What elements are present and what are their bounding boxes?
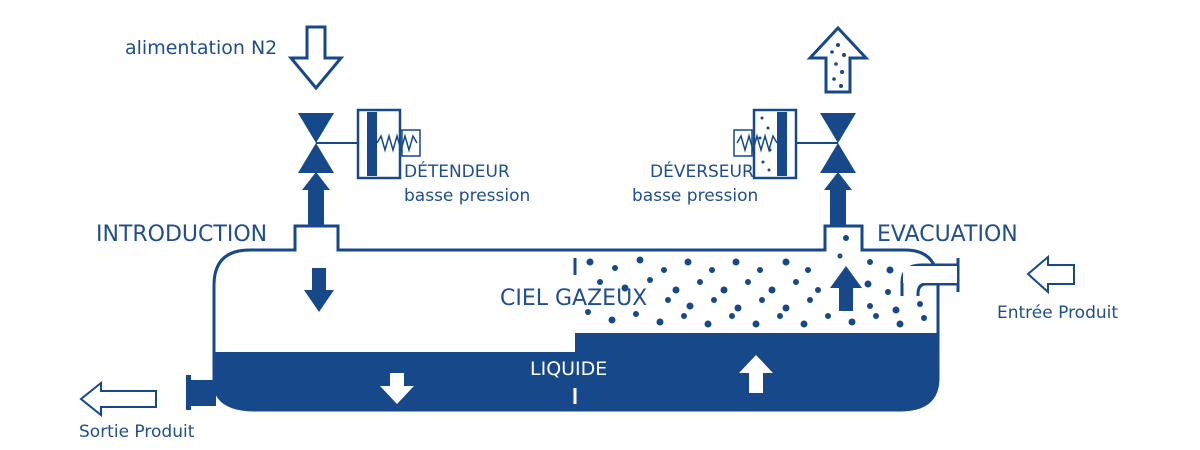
introduction-flow-arrow-icon: [302, 172, 330, 226]
gas-down-arrow-icon: [304, 268, 334, 312]
regulator-name-label: DÉTENDEUR: [404, 160, 510, 182]
inlet-nozzle: [900, 258, 960, 296]
outlet-nozzle: [186, 375, 216, 410]
evacuation-flow-arrow-icon: [824, 172, 852, 226]
liquid-label: LIQUIDE: [530, 358, 607, 380]
introduction-valve-icon: [298, 113, 334, 173]
product-out-arrow-icon: [79, 380, 157, 418]
evacuation-label: EVACUATION: [877, 222, 1018, 247]
introduction-label: INTRODUCTION: [96, 222, 267, 247]
gas-up-arrow-icon: [830, 266, 862, 311]
relief-actuator-icon: [733, 108, 798, 180]
product-in-arrow-icon: [1026, 254, 1075, 295]
regulator-sub-label: basse pression: [404, 186, 530, 206]
evacuation-valve-icon: [820, 113, 856, 173]
regulator-actuator-icon: [356, 108, 421, 180]
relief-sub-label: basse pression: [632, 186, 758, 206]
liquid-down-arrow-icon: [380, 373, 414, 404]
relief-name-label: DÉVERSEUR: [650, 160, 754, 182]
evacuation-exhaust-arrow-icon: [806, 25, 870, 94]
product-in-label: Entrée Produit: [997, 303, 1118, 323]
liquid-up-arrow-icon: [739, 355, 773, 393]
gas-bubbles: [585, 235, 927, 328]
gas-space-label: CIEL GAZEUX: [500, 286, 647, 311]
n2-supply-label: alimentation N2: [125, 37, 277, 59]
tank-outline: [212, 224, 940, 412]
product-out-label: Sortie Produit: [79, 422, 195, 442]
n2-supply-arrow-icon: [287, 25, 345, 91]
